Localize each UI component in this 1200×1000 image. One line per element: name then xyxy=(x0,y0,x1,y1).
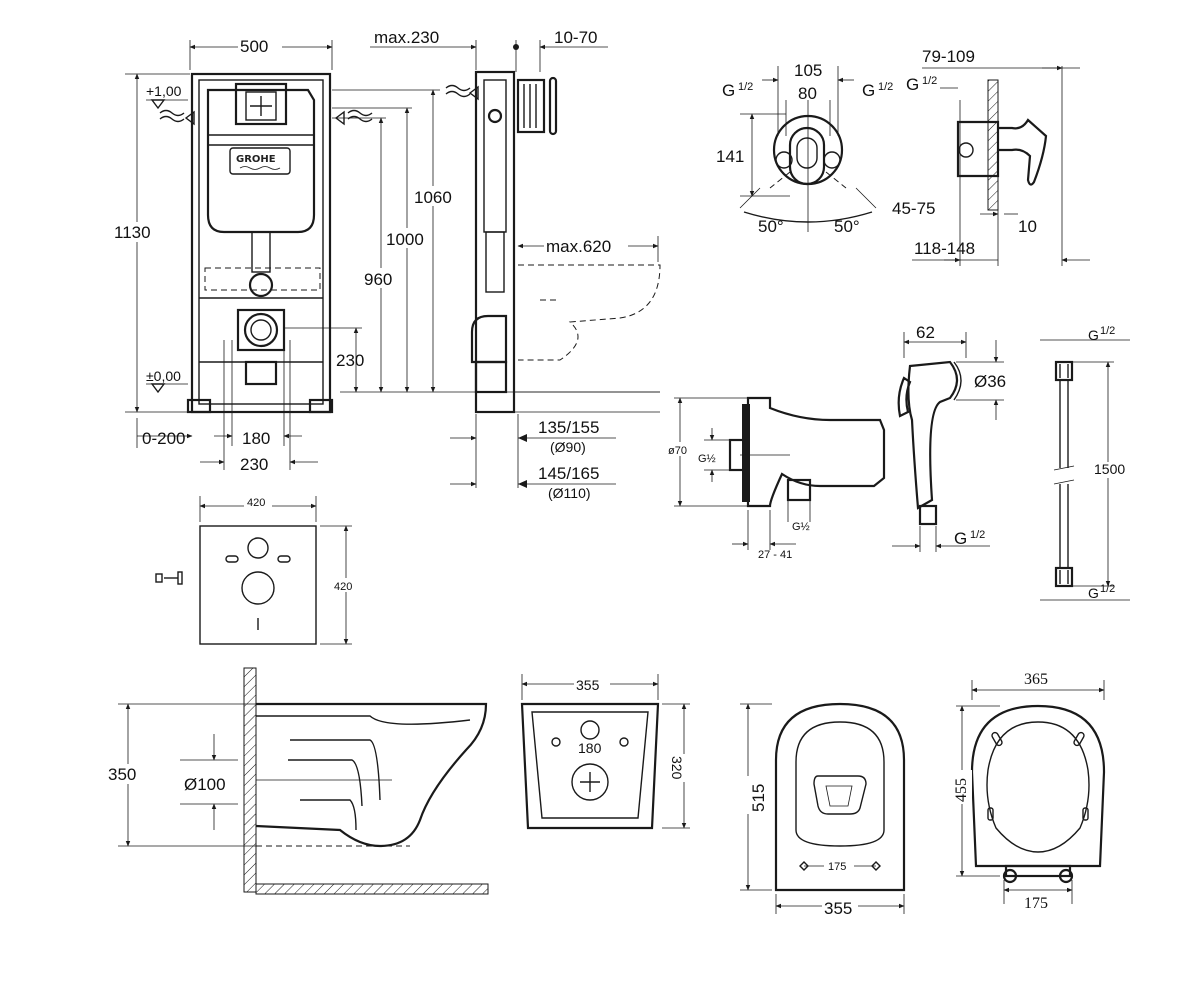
hose-thread-top-frac: 1/2 xyxy=(1100,325,1115,337)
mixer-thread-right: G xyxy=(862,81,875,100)
frame-front-view: GROHE 500 1130 +1,00 xyxy=(110,36,660,474)
hose-thread-top: G xyxy=(1088,327,1099,343)
bowl-top-view: 175 515 355 xyxy=(740,702,906,918)
seat-holes-175: 175 xyxy=(1024,895,1048,912)
plate-height-label: 420 xyxy=(334,581,352,593)
mixer-width-105-label: 105 xyxy=(794,61,822,80)
side-range-79-109: 79-109 xyxy=(922,47,975,66)
pipe-dia-90-label: (Ø90) xyxy=(550,439,586,455)
shower-width-62: 62 xyxy=(916,323,935,342)
bowl-top-length-515: 515 xyxy=(749,784,768,812)
mixer-front-view: 105 80 G 1/2 G 1/2 141 50° 50° 45-75 xyxy=(716,61,935,236)
grohe-logo: GROHE xyxy=(229,147,291,175)
bowl-back-height-320: 320 xyxy=(669,756,685,780)
max-230-label: max.230 xyxy=(374,28,439,47)
shower-dia-36: Ø36 xyxy=(974,372,1006,391)
bowl-height-350: 350 xyxy=(108,765,136,784)
bowl-outlet-100: Ø100 xyxy=(184,775,226,794)
sound-insulation-plate: 420 420 xyxy=(155,495,360,645)
bowl-side-view: 350 Ø100 xyxy=(106,667,489,895)
wall-elbow: ø70 G½ G½ 27 - 41 xyxy=(666,396,886,561)
pipe-135-155-label: 135/155 xyxy=(538,418,599,437)
mixer-thread-left-frac: 1/2 xyxy=(738,81,753,93)
mixer-side-view: 79-109 G 1/2 10 118-148 xyxy=(906,47,1090,266)
side-thread-frac: 1/2 xyxy=(922,75,937,87)
mixer-angle-right: 50° xyxy=(834,217,860,236)
level-top-label: +1,00 xyxy=(146,83,182,99)
plate-width-label: 420 xyxy=(247,497,265,509)
mixer-range-45-75: 45-75 xyxy=(892,199,935,218)
frame-width-label: 500 xyxy=(240,37,268,56)
shower-hose: G 1/2 G 1/2 1500 xyxy=(1040,325,1130,601)
mixer-width-80-label: 80 xyxy=(798,84,817,103)
elbow-dia-70: ø70 xyxy=(668,445,687,457)
shower-thread-frac: 1/2 xyxy=(970,529,985,541)
elbow-range-27-41: 27 - 41 xyxy=(758,549,792,561)
toilet-seat: 175 365 455 xyxy=(950,671,1106,912)
max-620-label: max.620 xyxy=(546,237,611,256)
mixer-thread-left: G xyxy=(722,81,735,100)
seat-width-365: 365 xyxy=(1024,671,1048,688)
side-width-10: 10 xyxy=(1018,217,1037,236)
elbow-thread-bottom: G½ xyxy=(792,521,810,533)
offset-0-200-label: 0-200 xyxy=(142,429,185,448)
seat-length-455: 455 xyxy=(953,778,970,802)
bowl-back-view: 180 355 320 xyxy=(520,674,690,830)
mixer-height-141-label: 141 xyxy=(716,147,744,166)
frame-side-view: max.230 10-70 max.620 135/155 (Ø90) 145/… xyxy=(370,28,661,501)
mixer-angle-left: 50° xyxy=(758,217,784,236)
pipe-145-165-label: 145/165 xyxy=(538,464,599,483)
mixer-thread-right-frac: 1/2 xyxy=(878,81,893,93)
frame-height-label: 1130 xyxy=(114,223,151,242)
hose-thread-bottom: G xyxy=(1088,585,1099,601)
bowl-top-width-355: 355 xyxy=(824,899,852,918)
fixing-screw-icon xyxy=(155,571,183,585)
width-10-70-label: 10-70 xyxy=(554,28,597,47)
height-960-label: 960 xyxy=(364,270,392,289)
level-zero-label: ±0,00 xyxy=(146,368,181,384)
height-1060-label: 1060 xyxy=(414,188,452,207)
grohe-logo-text: GROHE xyxy=(236,154,276,165)
bowl-top-holes-175: 175 xyxy=(828,861,846,873)
hand-shower: 62 Ø36 G 1/2 xyxy=(892,323,1006,552)
shower-thread: G xyxy=(954,529,967,548)
side-range-118-148: 118-148 xyxy=(914,239,975,258)
height-230-label: 230 xyxy=(336,351,364,370)
hose-length-1500: 1500 xyxy=(1094,461,1125,477)
width-230-label: 230 xyxy=(240,455,268,474)
bowl-back-width-355: 355 xyxy=(576,677,600,693)
side-thread: G xyxy=(906,75,919,94)
pipe-dia-110-label: (Ø110) xyxy=(548,485,591,501)
elbow-thread-side: G½ xyxy=(698,453,716,465)
bowl-back-holes-180: 180 xyxy=(578,740,602,756)
height-1000-label: 1000 xyxy=(386,230,424,249)
width-180-label: 180 xyxy=(242,429,270,448)
